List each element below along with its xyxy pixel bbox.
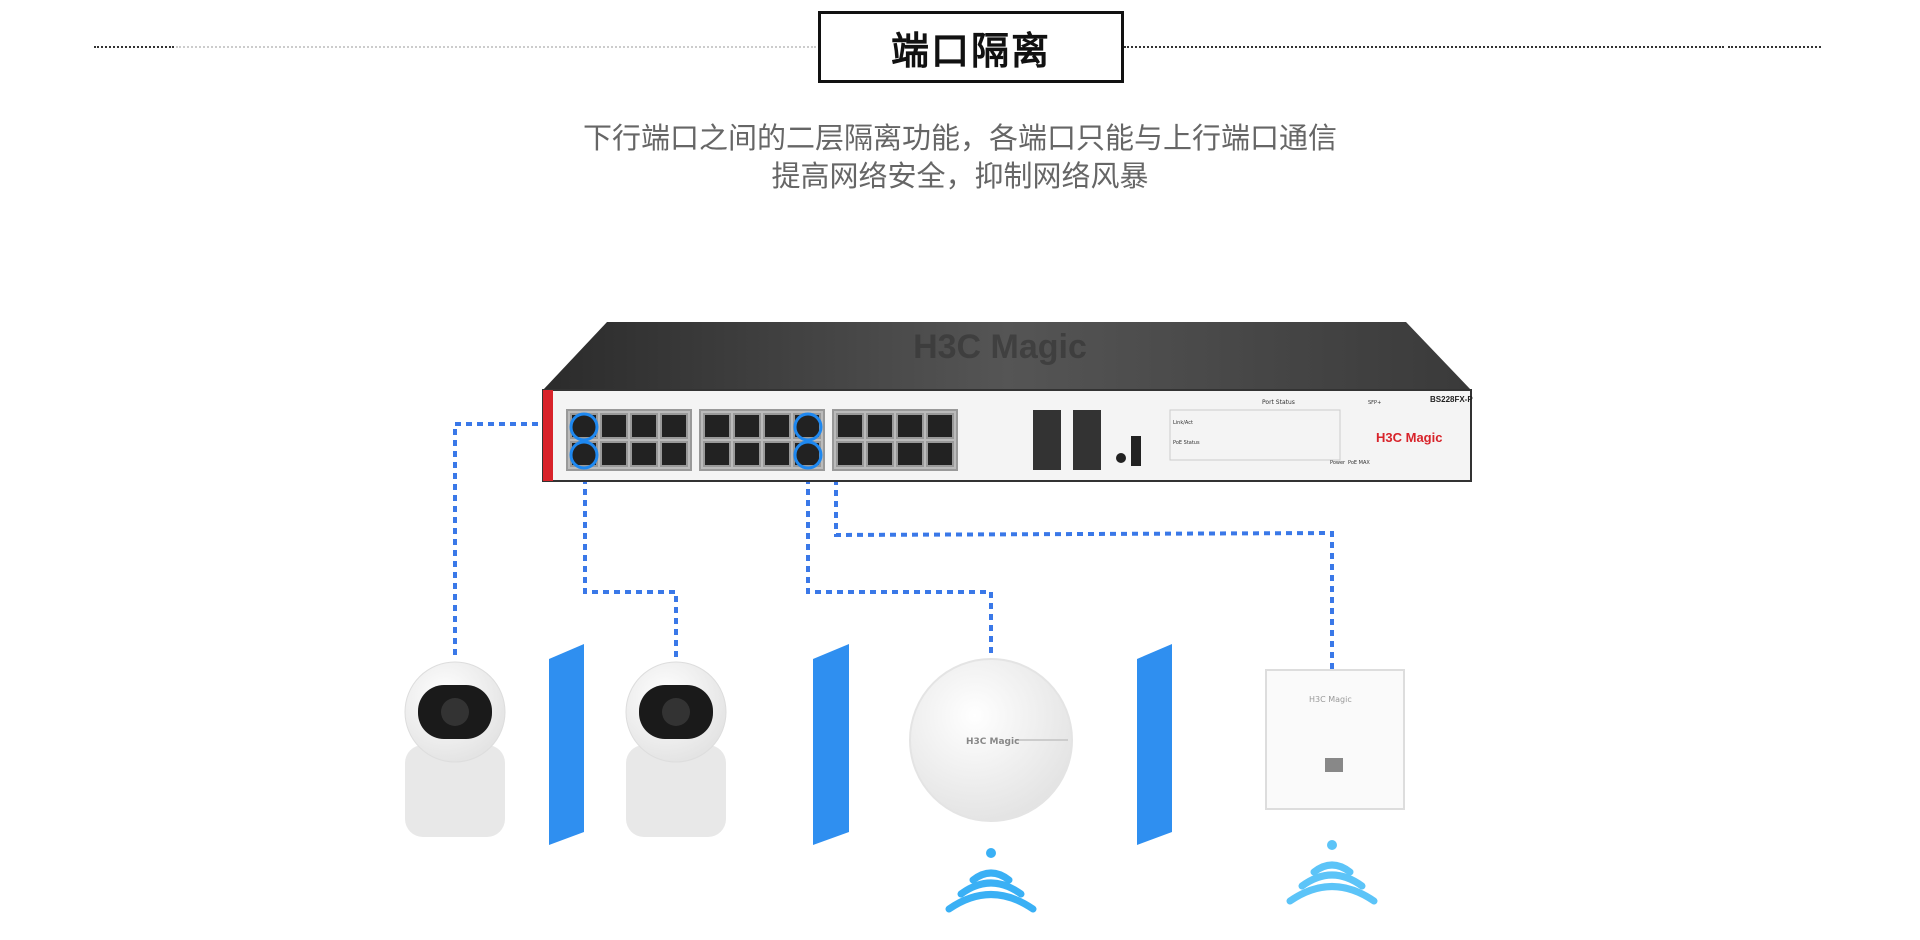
camera-1 <box>404 661 506 837</box>
sfp-label: SFP+ <box>1368 400 1381 406</box>
divider-left-light <box>176 46 816 48</box>
switch-red-bar <box>543 390 553 481</box>
highlighted-ports <box>569 412 823 470</box>
wall-panel-access-point: H3C Magic <box>1265 669 1405 810</box>
switch: H3C Magic H3C Magic BS228FX-P Port Statu <box>542 322 1473 482</box>
divider-right-dark <box>1728 46 1821 48</box>
svg-text:H3C Magic: H3C Magic <box>966 737 1019 747</box>
section-title: 端口隔离 <box>818 11 1124 83</box>
wifi-icon <box>945 848 1037 913</box>
svg-text:H3C Magic: H3C Magic <box>913 328 1087 366</box>
reset-button <box>1116 453 1126 463</box>
ceiling-access-point: H3C Magic <box>909 658 1073 822</box>
link-camera-1 <box>453 422 582 657</box>
wifi-icon <box>1286 840 1378 905</box>
description-line-1: 下行端口之间的二层隔离功能，各端口只能与上行端口通信 <box>582 121 1337 155</box>
link-ceiling-ap <box>806 456 993 657</box>
switch-top <box>543 322 1471 390</box>
switch-logo: H3C Magic <box>1376 430 1442 445</box>
svg-text:H3C Magic: H3C Magic <box>1309 695 1352 704</box>
rj45-ports <box>566 409 958 471</box>
isolation-panels <box>549 644 1172 845</box>
description-line-2: 提高网络安全，抑制网络风暴 <box>771 159 1149 193</box>
divider-right-light <box>1124 46 1724 48</box>
switch-model: BS228FX-P <box>1430 395 1473 404</box>
poe-max-label: PoE MAX <box>1348 460 1370 466</box>
link-camera-2 <box>583 456 678 657</box>
sfp-ports <box>1033 410 1101 470</box>
power-label: Power <box>1330 460 1346 466</box>
switch-front <box>542 389 1472 482</box>
link-act-label: Link/Act <box>1173 420 1193 426</box>
divider-left-dark <box>94 46 174 48</box>
port-status-label: Port Status <box>1262 399 1295 406</box>
camera-2 <box>625 661 727 837</box>
poe-status-label: PoE Status <box>1173 440 1200 446</box>
usb-port <box>1131 436 1141 466</box>
status-leds <box>1169 409 1341 461</box>
